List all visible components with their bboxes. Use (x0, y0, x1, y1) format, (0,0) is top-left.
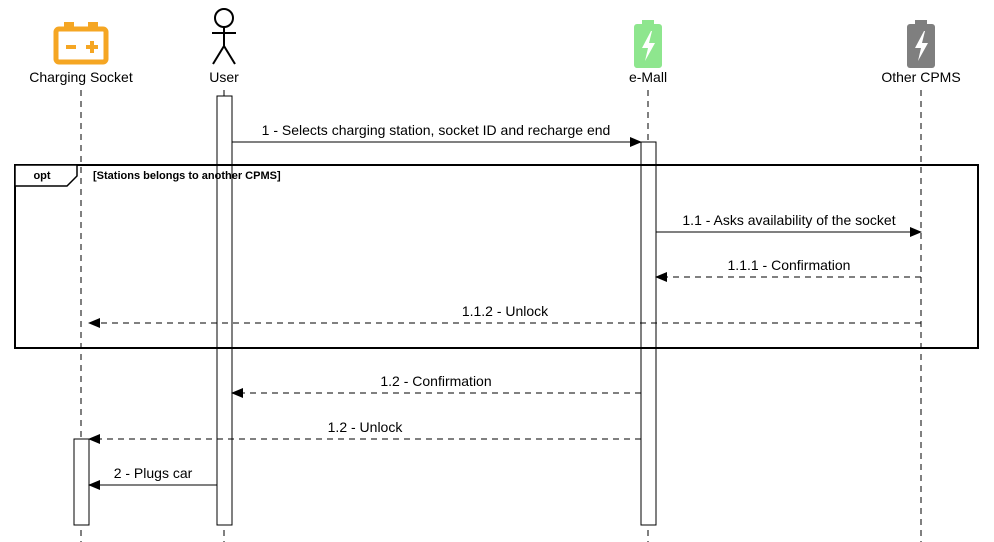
message-1-1-2: 1.1.2 - Unlock (88, 303, 921, 328)
charging-battery-icon (634, 20, 662, 68)
activation-emall (640, 141, 657, 526)
participant-label-user: User (209, 69, 239, 85)
charging-battery-icon (907, 20, 935, 68)
participant-label-charging-socket: Charging Socket (29, 69, 133, 85)
message-1-1: 1.1 - Asks availability of the socket (656, 212, 922, 237)
message-label: 1 - Selects charging station, socket ID … (262, 122, 611, 138)
fragment-guard: [Stations belongs to another CPMS] (93, 170, 281, 182)
message-label: 1.2 - Unlock (328, 419, 404, 435)
participant-label-other-cpms: Other CPMS (881, 69, 960, 85)
message-label: 1.1.1 - Confirmation (728, 257, 851, 273)
message-label: 1.2 - Confirmation (380, 373, 491, 389)
message-label: 2 - Plugs car (114, 465, 193, 481)
participant-label-emall: e-Mall (629, 69, 667, 85)
activation-user (216, 95, 233, 526)
activation-charging-socket (73, 438, 90, 526)
message-1: 1 - Selects charging station, socket ID … (232, 122, 642, 147)
fragment-keyword: opt (33, 170, 50, 182)
opt-fragment: opt [Stations belongs to another CPMS] (14, 164, 979, 349)
message-label: 1.1.2 - Unlock (462, 303, 549, 319)
message-label: 1.1 - Asks availability of the socket (682, 212, 895, 228)
message-1-2-confirmation: 1.2 - Confirmation (231, 373, 641, 398)
message-2: 2 - Plugs car (88, 465, 217, 490)
battery-icon (53, 22, 109, 65)
message-1-1-1: 1.1.1 - Confirmation (655, 257, 921, 282)
message-1-2-unlock: 1.2 - Unlock (88, 419, 641, 444)
actor-icon (212, 8, 236, 65)
